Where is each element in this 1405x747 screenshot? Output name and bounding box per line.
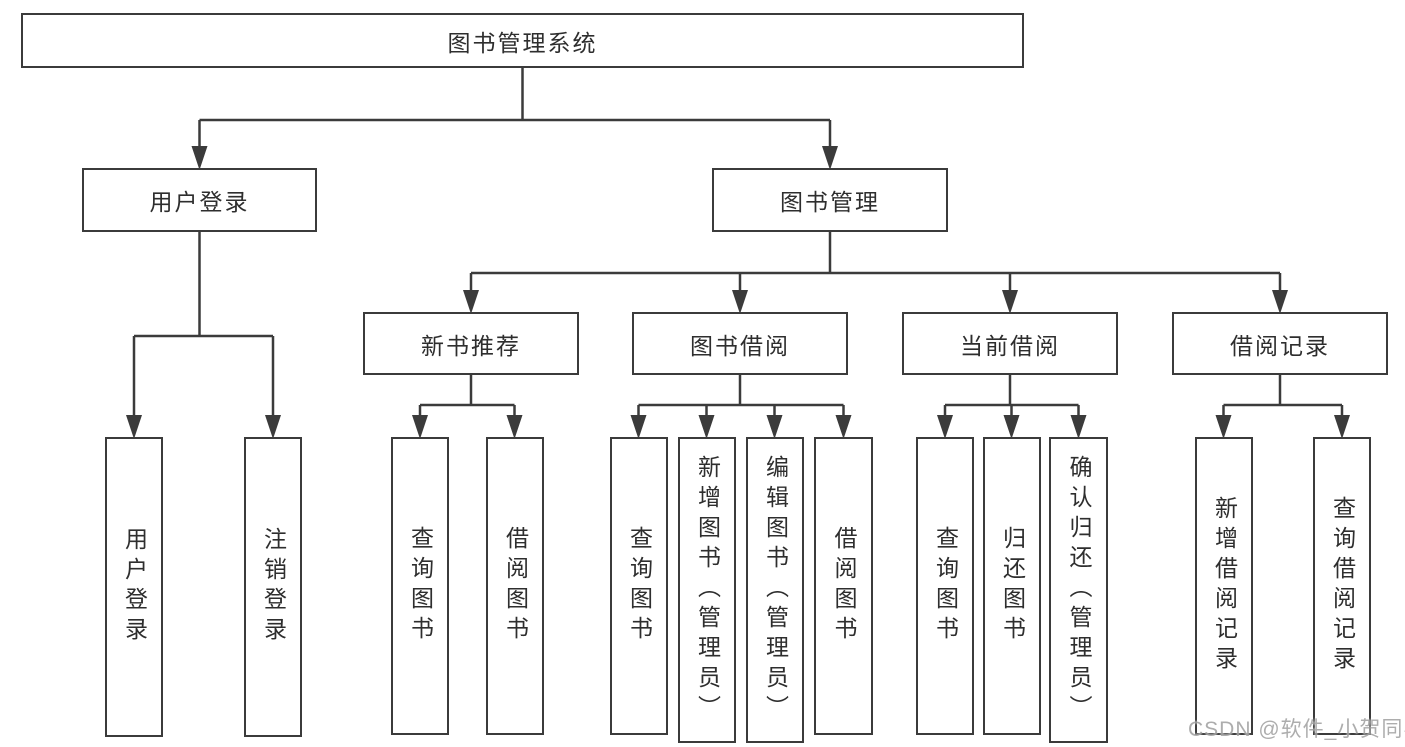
leaf-query-books-borrowing: 查询图书 — [610, 437, 668, 735]
leaf-query-books-borrowing-label: 查询图书 — [626, 526, 653, 646]
leaf-borrow-books-borrowing-label: 借阅图书 — [831, 526, 857, 646]
leaf-query-borrow-record: 查询借阅记录 — [1313, 437, 1371, 735]
leaf-edit-books-admin: 编辑图书（管理员） — [746, 437, 804, 743]
leaf-query-books-current-label: 查询图书 — [932, 526, 959, 646]
node-user-login-branch-label: 用户登录 — [149, 189, 250, 215]
node-root-library-management-system: 图书管理系统 — [21, 13, 1024, 68]
leaf-edit-books-admin-label: 编辑图书（管理员） — [762, 455, 789, 725]
leaf-return-books: 归还图书 — [983, 437, 1041, 735]
node-current-borrowing: 当前借阅 — [902, 312, 1118, 375]
leaf-query-books-current: 查询图书 — [916, 437, 974, 735]
leaf-borrow-books-borrowing: 借阅图书 — [814, 437, 873, 735]
node-root-label: 图书管理系统 — [447, 29, 598, 56]
leaf-logout-label: 注销登录 — [260, 527, 287, 647]
leaf-query-books-recommend: 查询图书 — [391, 437, 449, 735]
node-book-management-branch: 图书管理 — [712, 168, 948, 232]
leaf-return-books-label: 归还图书 — [999, 526, 1026, 646]
leaf-query-books-recommend-label: 查询图书 — [407, 526, 434, 646]
leaf-user-login: 用户登录 — [105, 437, 163, 737]
node-book-borrowing-label: 图书借阅 — [690, 332, 790, 359]
leaf-logout: 注销登录 — [244, 437, 302, 737]
leaf-user-login-label: 用户登录 — [121, 527, 148, 647]
leaf-borrow-books-recommend: 借阅图书 — [486, 437, 544, 735]
leaf-add-books-admin: 新增图书（管理员） — [678, 437, 736, 743]
leaf-add-books-admin-label: 新增图书（管理员） — [694, 455, 721, 725]
node-user-login-branch: 用户登录 — [82, 168, 317, 232]
node-new-book-recommend: 新书推荐 — [363, 312, 579, 375]
node-borrowing-records-label: 借阅记录 — [1230, 332, 1330, 359]
csdn-watermark: CSDN @软件_小贺同学 — [1188, 718, 1405, 741]
node-book-management-branch-label: 图书管理 — [780, 189, 880, 215]
arrowheads — [126, 146, 1350, 439]
leaf-add-borrow-record-label: 新增借阅记录 — [1211, 496, 1238, 676]
leaf-query-borrow-record-label: 查询借阅记录 — [1329, 496, 1356, 676]
leaf-confirm-return-admin-label: 确认归还（管理员） — [1066, 455, 1092, 725]
node-book-borrowing: 图书借阅 — [632, 312, 848, 375]
leaf-borrow-books-recommend-label: 借阅图书 — [502, 526, 529, 646]
leaf-add-borrow-record: 新增借阅记录 — [1195, 437, 1253, 735]
node-borrowing-records: 借阅记录 — [1172, 312, 1388, 375]
node-current-borrowing-label: 当前借阅 — [960, 332, 1060, 359]
node-new-book-recommend-label: 新书推荐 — [421, 332, 521, 359]
leaf-confirm-return-admin: 确认归还（管理员） — [1049, 437, 1108, 743]
